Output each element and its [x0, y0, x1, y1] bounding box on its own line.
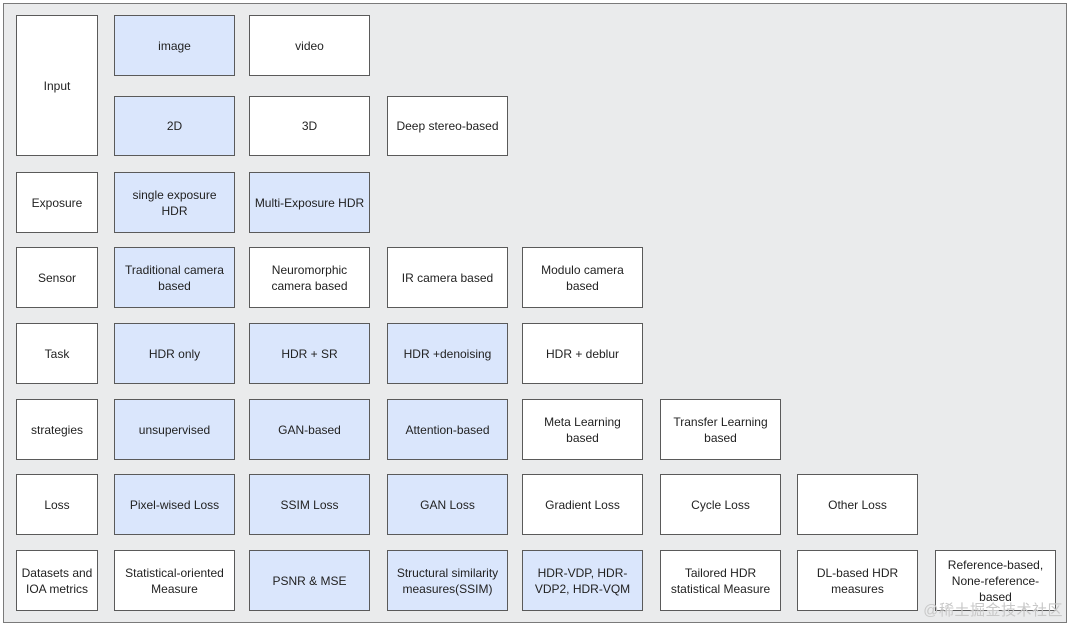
box-hdr-denoising: HDR +denoising	[387, 323, 508, 384]
box-ir-camera: IR camera based	[387, 247, 508, 308]
box-transfer-learning: Transfer Learning based	[660, 399, 781, 460]
box-2d: 2D	[114, 96, 235, 156]
box-modulo-camera: Modulo camera based	[522, 247, 643, 308]
box-single-exposure: single exposure HDR	[114, 172, 235, 233]
diagram-frame: Input image video 2D 3D Deep stereo-base…	[3, 3, 1067, 623]
box-meta-learning: Meta Learning based	[522, 399, 643, 460]
row-label-strategies: strategies	[16, 399, 98, 460]
row-label-exposure: Exposure	[16, 172, 98, 233]
row-label-loss: Loss	[16, 474, 98, 535]
row-label-datasets: Datasets and IOA metrics	[16, 550, 98, 611]
row-label-sensor: Sensor	[16, 247, 98, 308]
watermark-text: @稀土掘金技术社区	[923, 602, 1063, 619]
box-gan-loss: GAN Loss	[387, 474, 508, 535]
box-cycle-loss: Cycle Loss	[660, 474, 781, 535]
box-gan-based: GAN-based	[249, 399, 370, 460]
row-label-task: Task	[16, 323, 98, 384]
box-psnr-mse: PSNR & MSE	[249, 550, 370, 611]
box-unsupervised: unsupervised	[114, 399, 235, 460]
row-label-input: Input	[16, 15, 98, 156]
box-statistical-measure: Statistical-oriented Measure	[114, 550, 235, 611]
box-hdr-sr: HDR + SR	[249, 323, 370, 384]
box-3d: 3D	[249, 96, 370, 156]
box-attention-based: Attention-based	[387, 399, 508, 460]
box-neuromorphic-camera: Neuromorphic camera based	[249, 247, 370, 308]
box-hdr-vdp: HDR-VDP, HDR- VDP2, HDR-VQM	[522, 550, 643, 611]
box-pixel-loss: Pixel-wised Loss	[114, 474, 235, 535]
box-reference-based: Reference-based, None-reference- based	[935, 550, 1056, 611]
box-video: video	[249, 15, 370, 76]
box-deep-stereo: Deep stereo-based	[387, 96, 508, 156]
box-hdr-only: HDR only	[114, 323, 235, 384]
box-ssim-measures: Structural similarity measures(SSIM)	[387, 550, 508, 611]
box-dl-hdr-measures: DL-based HDR measures	[797, 550, 918, 611]
box-hdr-deblur: HDR + deblur	[522, 323, 643, 384]
box-ssim-loss: SSIM Loss	[249, 474, 370, 535]
box-traditional-camera: Traditional camera based	[114, 247, 235, 308]
box-other-loss: Other Loss	[797, 474, 918, 535]
box-multi-exposure: Multi-Exposure HDR	[249, 172, 370, 233]
box-image: image	[114, 15, 235, 76]
box-tailored-hdr: Tailored HDR statistical Measure	[660, 550, 781, 611]
box-gradient-loss: Gradient Loss	[522, 474, 643, 535]
